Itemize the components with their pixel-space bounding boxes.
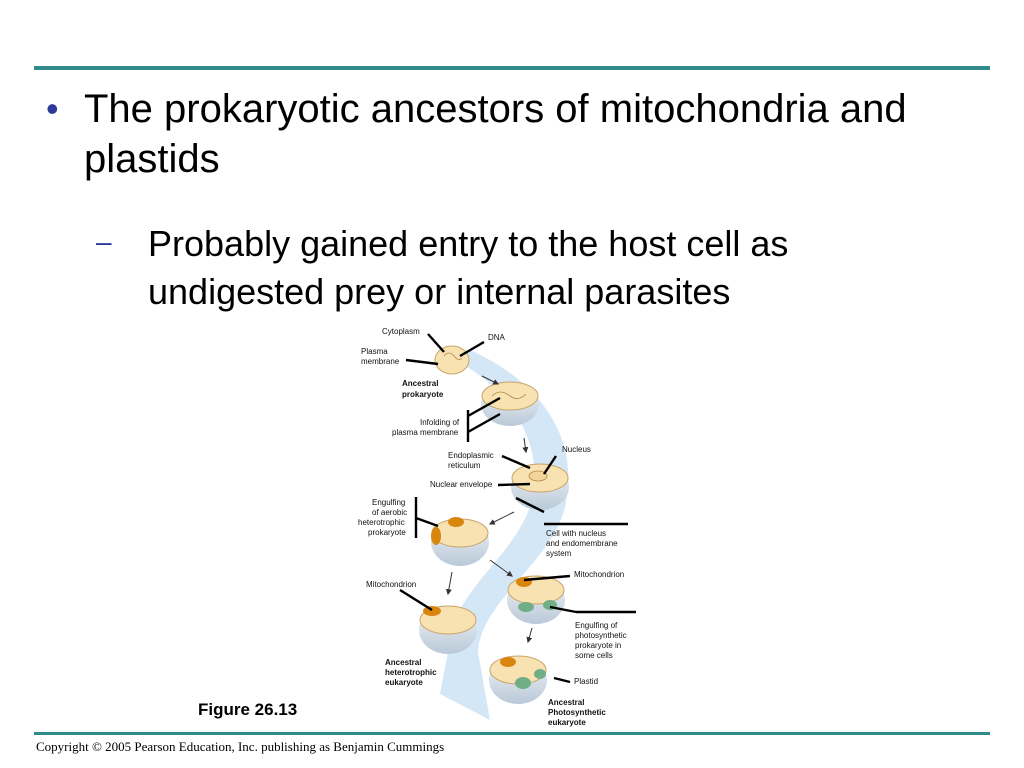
label-ancestral-heterotrophic-1: Ancestral — [385, 658, 421, 667]
label-engulfing-photo-1: Engulfing of — [575, 621, 618, 630]
label-ancestral-photosynthetic-2: Photosynthetic — [548, 708, 606, 717]
label-infolding-1: Infolding of — [420, 418, 460, 427]
label-ancestral-photosynthetic-3: eukaryote — [548, 718, 586, 727]
label-mitochondrion-left: Mitochondrion — [366, 580, 416, 589]
label-engulfing-photo-3: prokaryote in — [575, 641, 621, 650]
bullet-text: The prokaryotic ancestors of mitochondri… — [84, 87, 907, 181]
endosymbiosis-diagram: Cytoplasm DNA Plasma membrane Ancestral … — [358, 327, 636, 727]
label-engulfing-photo-2: photosynthetic — [575, 631, 627, 640]
sub-bullet: – Probably gained entry to the host cell… — [96, 220, 956, 316]
bottom-rule — [34, 732, 990, 735]
label-cell-with-nucleus-3: system — [546, 549, 572, 558]
label-nuclear-envelope: Nuclear envelope — [430, 480, 493, 489]
label-er-1: Endoplasmic — [448, 451, 494, 460]
cell-ancestral-prokaryote — [434, 345, 470, 375]
label-plasma-membrane-1: Plasma — [361, 347, 388, 356]
label-ancestral-heterotrophic-2: heterotrophic — [385, 668, 437, 677]
sub-bullet-dash: – — [96, 226, 112, 257]
label-engulfing-aerobic-4: prokaryote — [368, 528, 406, 537]
label-er-2: reticulum — [448, 461, 481, 470]
label-cell-with-nucleus-2: and endomembrane — [546, 539, 618, 548]
cell-infolding — [481, 381, 539, 426]
label-engulfing-aerobic-1: Engulfing — [372, 498, 405, 507]
label-engulfing-photo-4: some cells — [575, 651, 613, 660]
cell-photosynthetic-eukaryote — [489, 655, 547, 704]
label-nucleus: Nucleus — [562, 445, 591, 454]
cell-engulfing-photosynthetic — [507, 575, 565, 624]
bullet-dot: • — [46, 88, 59, 129]
label-infolding-2: plasma membrane — [392, 428, 459, 437]
label-ancestral-prokaryote-2: prokaryote — [402, 390, 444, 399]
label-ancestral-prokaryote-1: Ancestral — [402, 379, 438, 388]
label-engulfing-aerobic-3: heterotrophic — [358, 518, 405, 527]
sub-bullet-text: Probably gained entry to the host cell a… — [148, 223, 789, 312]
label-plastid: Plastid — [574, 677, 598, 686]
label-cytoplasm: Cytoplasm — [382, 327, 420, 336]
cell-with-nucleus — [511, 463, 569, 510]
label-mitochondrion-right: Mitochondrion — [574, 570, 624, 579]
label-engulfing-aerobic-2: of aerobic — [372, 508, 407, 517]
top-rule — [34, 66, 990, 70]
label-dna: DNA — [488, 333, 506, 342]
cell-engulfing-aerobic — [431, 517, 489, 566]
label-cell-with-nucleus-1: Cell with nucleus — [546, 529, 606, 538]
label-plasma-membrane-2: membrane — [361, 357, 400, 366]
label-ancestral-photosynthetic-1: Ancestral — [548, 698, 584, 707]
figure-label: Figure 26.13 — [198, 700, 298, 719]
main-bullet: • The prokaryotic ancestors of mitochond… — [46, 84, 976, 184]
copyright-footer: Copyright © 2005 Pearson Education, Inc.… — [36, 739, 445, 754]
label-ancestral-heterotrophic-3: eukaryote — [385, 678, 423, 687]
cell-mitochondrion-left — [419, 605, 477, 654]
